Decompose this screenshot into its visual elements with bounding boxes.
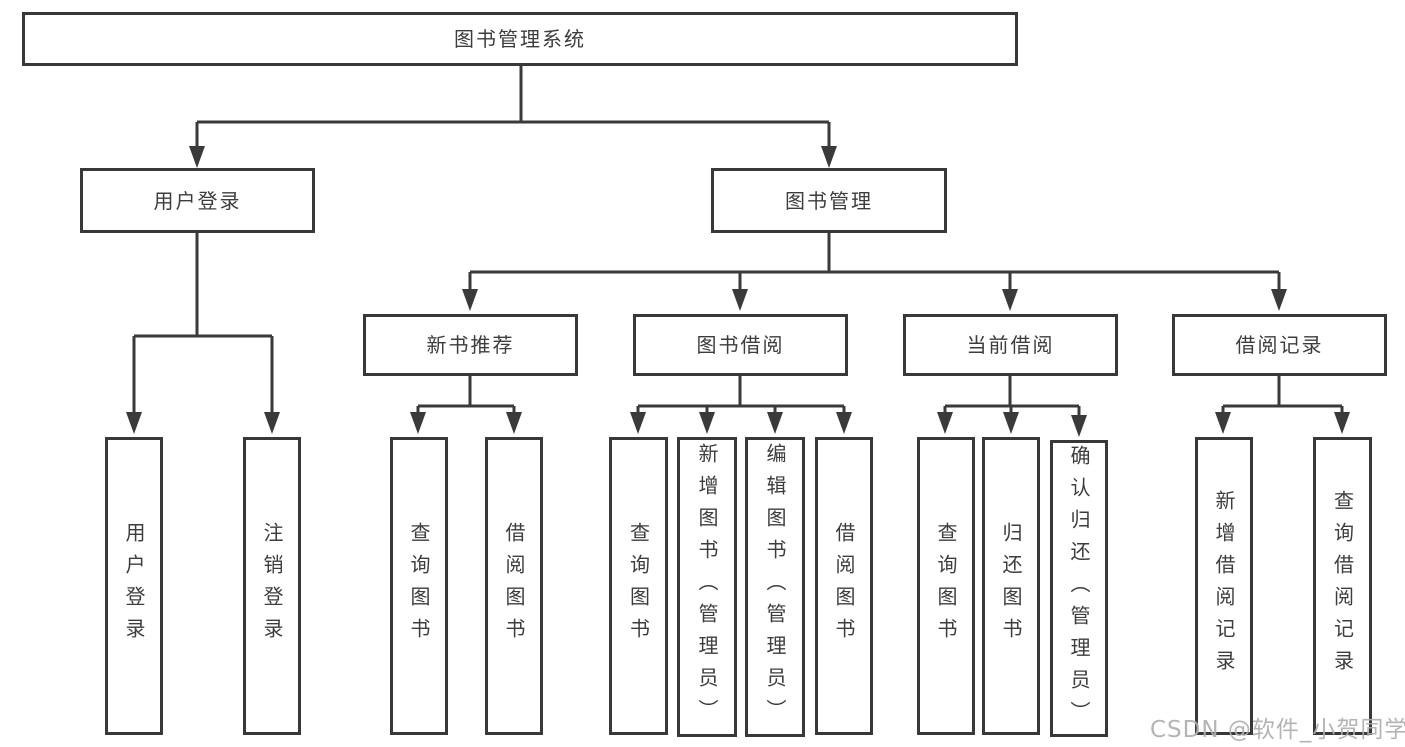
arrowhead-icon — [1215, 412, 1231, 434]
node-label: 当前借阅 — [966, 333, 1055, 357]
wire-book-mgmt-split — [462, 233, 1287, 311]
arrowhead-icon — [767, 412, 783, 434]
arrowhead-icon — [732, 289, 748, 311]
node-label: 查询借阅记录 — [1330, 490, 1355, 682]
node-label: 图书管理系统 — [454, 27, 586, 51]
node-user-login-branch: 用户登录 — [80, 168, 315, 233]
arrowhead-icon — [1334, 412, 1350, 434]
node-library-system: 图书管理系统 — [22, 12, 1018, 66]
wire-book-borrow-split — [630, 375, 852, 434]
arrowhead-icon — [699, 412, 715, 434]
leaf-return-books: 归还图书 — [982, 437, 1040, 735]
leaf-logout: 注销登录 — [243, 437, 301, 735]
leaf-user-login: 用户登录 — [105, 437, 163, 735]
leaf-query-books-cb: 查询图书 — [917, 437, 975, 735]
leaf-add-books-admin: 新增图书（管理员） — [677, 437, 737, 737]
leaf-borrow-books-nb: 借阅图书 — [485, 437, 543, 735]
node-label: 查询图书 — [407, 522, 431, 650]
arrowhead-icon — [1071, 415, 1087, 437]
arrowhead-icon — [264, 412, 280, 434]
arrowhead-icon — [126, 412, 142, 434]
node-label: 注销登录 — [260, 522, 284, 650]
leaf-borrow-books-bb: 借阅图书 — [815, 437, 873, 735]
node-book-management-branch: 图书管理 — [711, 168, 947, 233]
arrowhead-icon — [1002, 289, 1018, 311]
csdn-watermark: CSDN @软件_小贺同学 — [1150, 717, 1405, 743]
node-label: 新增图书（管理员） — [695, 443, 719, 731]
node-label: 确认归还（管理员） — [1067, 444, 1091, 733]
leaf-query-books-bb: 查询图书 — [609, 437, 668, 735]
wire-new-book-split — [410, 375, 522, 434]
node-new-book-recommend: 新书推荐 — [363, 314, 578, 376]
node-label: 图书借阅 — [696, 333, 785, 357]
node-label: 编辑图书（管理员） — [763, 443, 787, 731]
arrowhead-icon — [462, 289, 478, 311]
arrowhead-icon — [937, 412, 953, 434]
node-label: 借阅图书 — [832, 522, 856, 650]
wire-user-login-split — [126, 233, 280, 434]
node-label: 查询图书 — [934, 522, 958, 650]
arrowhead-icon — [1003, 412, 1019, 434]
node-borrowing-records: 借阅记录 — [1172, 314, 1387, 376]
arrowhead-icon — [506, 412, 522, 434]
node-label: 新书推荐 — [426, 333, 515, 357]
wire-current-borrow-split — [937, 375, 1087, 437]
node-label: 借阅记录 — [1235, 333, 1324, 357]
node-label: 查询图书 — [626, 522, 651, 650]
arrowhead-icon — [410, 412, 426, 434]
wire-borrow-record-split — [1215, 375, 1350, 434]
node-label: 新增借阅记录 — [1212, 490, 1236, 682]
node-label: 借阅图书 — [502, 522, 526, 650]
leaf-query-borrow-record: 查询借阅记录 — [1313, 437, 1372, 735]
leaf-add-borrow-record: 新增借阅记录 — [1195, 437, 1253, 735]
wire-root-split — [189, 66, 837, 168]
node-label: 用户登录 — [122, 522, 146, 650]
node-book-borrowing: 图书借阅 — [633, 314, 848, 376]
leaf-edit-books-admin: 编辑图书（管理员） — [745, 437, 805, 737]
arrowhead-icon — [836, 412, 852, 434]
node-label: 图书管理 — [785, 188, 873, 213]
node-current-borrowing: 当前借阅 — [903, 314, 1118, 376]
leaf-confirm-return-admin: 确认归还（管理员） — [1050, 440, 1108, 737]
arrowhead-icon — [1271, 289, 1287, 311]
leaf-query-books-nb: 查询图书 — [390, 437, 448, 735]
arrowhead-icon — [189, 146, 205, 168]
arrowhead-icon — [821, 146, 837, 168]
node-label: 用户登录 — [153, 188, 242, 213]
node-label: 归还图书 — [999, 522, 1023, 650]
arrowhead-icon — [630, 412, 646, 434]
